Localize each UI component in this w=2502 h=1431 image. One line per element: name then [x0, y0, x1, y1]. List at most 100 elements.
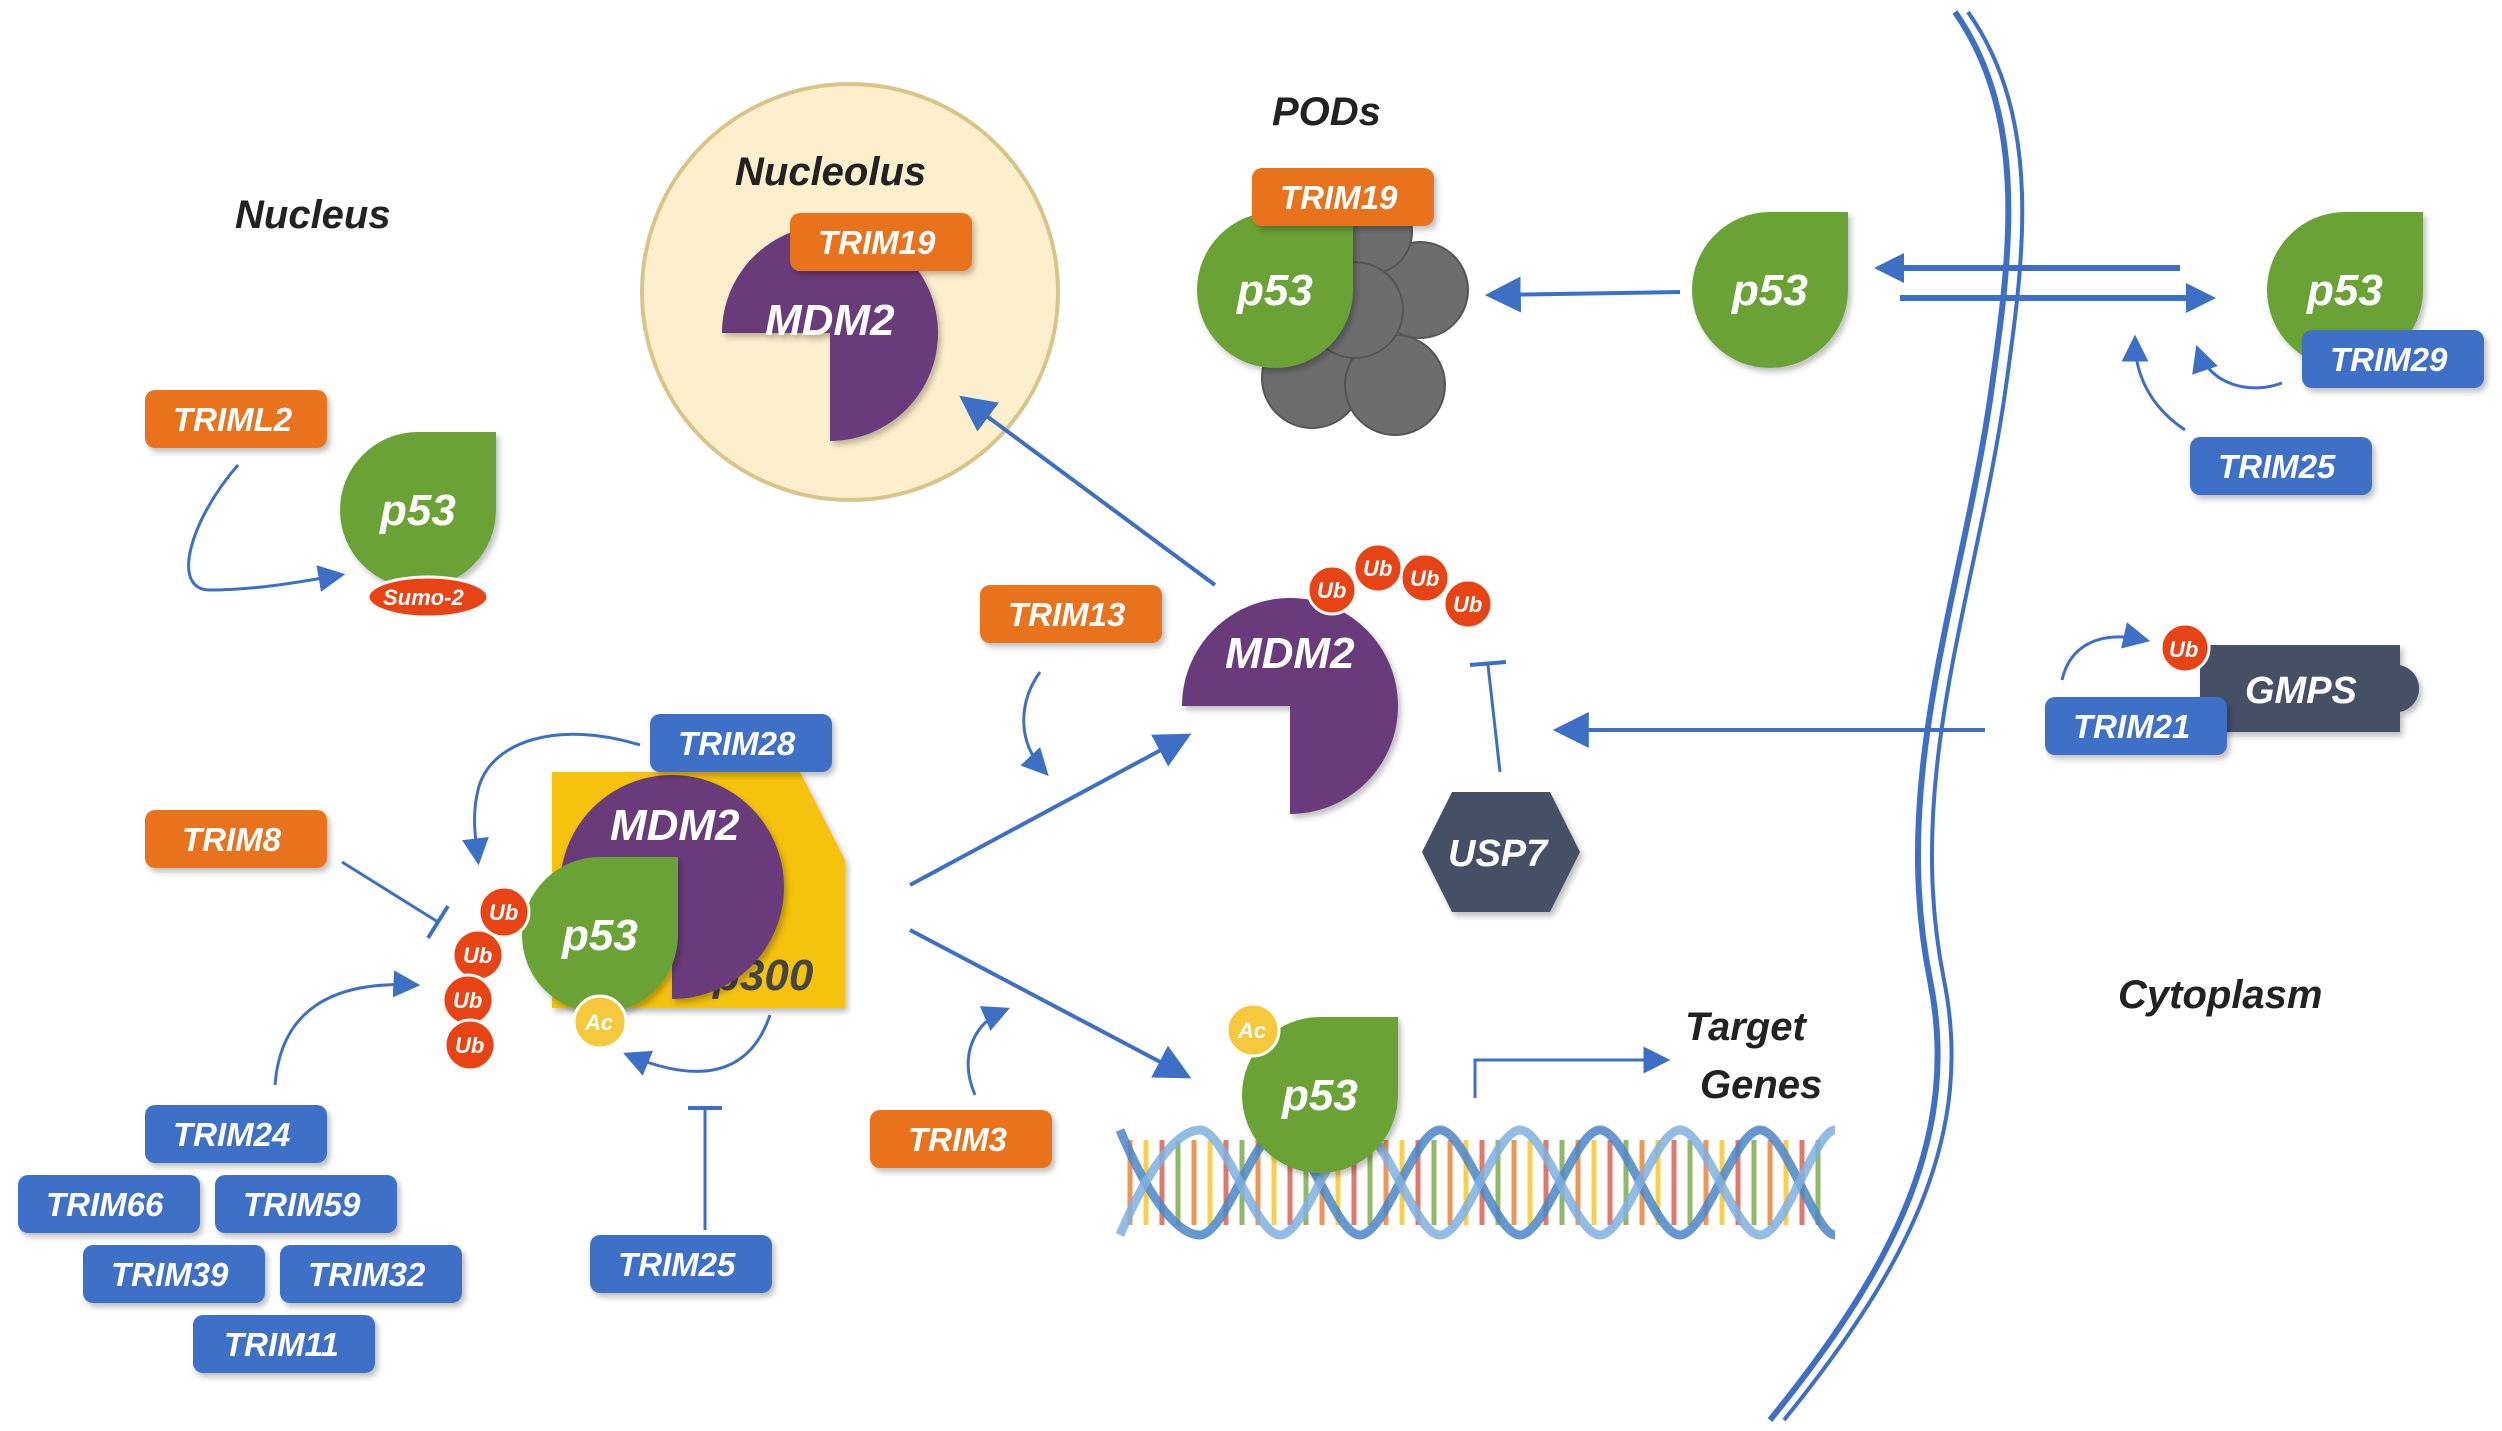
ac-dna: Ac	[1225, 1002, 1281, 1058]
p53-complex-label: p53	[561, 911, 638, 960]
trim59-text: TRIM59	[243, 1186, 361, 1223]
p53-pods: p53	[1197, 212, 1353, 368]
triml2-pill: TRIML2	[145, 390, 327, 448]
ub-chain-mdm2: Ub Ub Ub Ub	[1306, 542, 1494, 630]
ub-complex-4: Ub	[455, 1033, 484, 1058]
trim25-nuclear-pill: TRIM25	[590, 1235, 772, 1293]
ub-mdm2-2: Ub	[1363, 556, 1392, 581]
arrow-mdm2-to-nucleolus	[959, 395, 1217, 587]
trim13-text: TRIM13	[1008, 596, 1125, 633]
gmps: GMPS	[2200, 645, 2420, 732]
arrow-p300-acetylation	[623, 1014, 772, 1076]
inhibit-trim8	[341, 860, 450, 940]
pods-complex: p53 TRIM19	[1197, 168, 1469, 436]
arrow-trim21-ub	[2060, 622, 2151, 681]
mdm2-complex-label: MDM2	[610, 801, 740, 850]
trim3-pill: TRIM3	[870, 1110, 1052, 1168]
trim66-text: TRIM66	[46, 1186, 164, 1223]
p53-sumo: p53	[340, 432, 496, 588]
p53-pods-label: p53	[1236, 266, 1313, 315]
ub-gmps-label: Ub	[2169, 637, 2198, 662]
arrow-trim24-group	[273, 970, 421, 1086]
p53-nuclear-pore: p53	[1692, 212, 1848, 368]
ub-complex-1: Ub	[489, 900, 518, 925]
trim24-text: TRIM24	[173, 1116, 290, 1153]
mdm2-nucleolus: MDM2	[722, 225, 938, 441]
ub-mdm2-1: Ub	[1317, 578, 1346, 603]
cytoplasm-label: Cytoplasm	[2118, 973, 2323, 1017]
dna-helix	[1115, 1125, 1837, 1240]
target-genes-label-line1: Target	[1685, 1005, 1807, 1049]
p53-complex: p53	[522, 857, 678, 1013]
gmps-label: GMPS	[2245, 670, 2357, 712]
p53-dna-label: p53	[1281, 1071, 1358, 1120]
usp7-label: USP7	[1448, 833, 1549, 875]
mdm2-nucleolus-label: MDM2	[765, 296, 895, 345]
trim59-pill: TRIM59	[215, 1175, 397, 1233]
ub-mdm2-4: Ub	[1453, 592, 1482, 617]
trim8-pill: TRIM8	[145, 810, 327, 868]
arrow-trim28	[462, 732, 641, 866]
triml2-text: TRIML2	[173, 401, 293, 438]
trim13-pill: TRIM13	[980, 585, 1162, 643]
target-genes-label-line2: Genes	[1700, 1063, 1822, 1107]
trim25-cytoplasm-pill: TRIM25	[2190, 437, 2372, 495]
trim3-text: TRIM3	[908, 1121, 1007, 1158]
inhibit-trim25-nuclear	[688, 1106, 722, 1230]
trim8-text: TRIM8	[182, 821, 282, 858]
trim21-text: TRIM21	[2073, 708, 2190, 745]
arrow-complex-to-dna	[909, 928, 1192, 1079]
arrow-trim25-cytoplasm	[2121, 334, 2186, 432]
p53-pore-label: p53	[1731, 266, 1808, 315]
ub-mdm2-3: Ub	[1410, 566, 1439, 591]
trim29-text: TRIM29	[2330, 341, 2448, 378]
arrow-trim13	[1020, 671, 1049, 776]
inhibit-usp7	[1469, 660, 1507, 773]
trim19-pods-pill: TRIM19	[1252, 168, 1434, 226]
trim28-pill: TRIM28	[650, 714, 832, 772]
arrow-transcription	[1473, 1046, 1671, 1098]
mdm2-free-label: MDM2	[1225, 629, 1355, 678]
trim11-text: TRIM11	[224, 1326, 339, 1363]
usp7: USP7	[1422, 792, 1580, 912]
ub-complex-3: Ub	[453, 988, 482, 1013]
trim66-pill: TRIM66	[18, 1175, 200, 1233]
export-import-arrows	[1874, 253, 2216, 313]
arrow-to-pods	[1484, 276, 1681, 313]
ac-complex: Ac	[572, 994, 628, 1050]
trim19-pods-text: TRIM19	[1280, 179, 1398, 216]
ac-complex-label: Ac	[584, 1010, 613, 1035]
trim32-pill: TRIM32	[280, 1245, 462, 1303]
sumo2-label: Sumo-2	[383, 585, 464, 610]
trim32-text: TRIM32	[308, 1256, 426, 1293]
pods-label: PODs	[1272, 90, 1381, 134]
arrow-triml2	[187, 464, 346, 592]
trim19-nucleolus-pill: TRIM19	[790, 213, 972, 271]
trim24-pill: TRIM24	[145, 1105, 327, 1163]
mdm2-free: MDM2	[1182, 598, 1398, 814]
sumo2-tag: Sumo-2	[366, 575, 490, 619]
trim25-cytoplasm-text: TRIM25	[2218, 448, 2336, 485]
trim19-nucleolus-text: TRIM19	[818, 224, 936, 261]
ub-chain-complex: Ub Ub Ub Ub	[441, 885, 531, 1072]
arrow-trim29	[2192, 344, 2283, 390]
cell-membrane	[1767, 10, 2025, 1422]
trim11-pill: TRIM11	[193, 1315, 375, 1373]
trim39-pill: TRIM39	[83, 1245, 265, 1303]
trim21-pill: TRIM21	[2045, 697, 2227, 755]
ub-gmps: Ub	[2159, 622, 2211, 674]
trim39-text: TRIM39	[111, 1256, 229, 1293]
arrow-trim3	[966, 1006, 1010, 1096]
p53-sumo-label: p53	[379, 486, 456, 535]
p53-dna: p53	[1242, 1017, 1398, 1173]
p53-cytoplasm-label: p53	[2306, 266, 2383, 315]
trim28-text: TRIM28	[678, 725, 796, 762]
nucleus-label: Nucleus	[235, 193, 391, 237]
trim25-nuclear-text: TRIM25	[618, 1246, 736, 1283]
ac-dna-label: Ac	[1237, 1018, 1266, 1043]
arrow-complex-to-mdm2	[909, 733, 1192, 887]
p53-cytoplasm: p53	[2267, 212, 2423, 368]
ub-complex-2: Ub	[463, 943, 492, 968]
trim29-pill: TRIM29	[2302, 330, 2484, 388]
